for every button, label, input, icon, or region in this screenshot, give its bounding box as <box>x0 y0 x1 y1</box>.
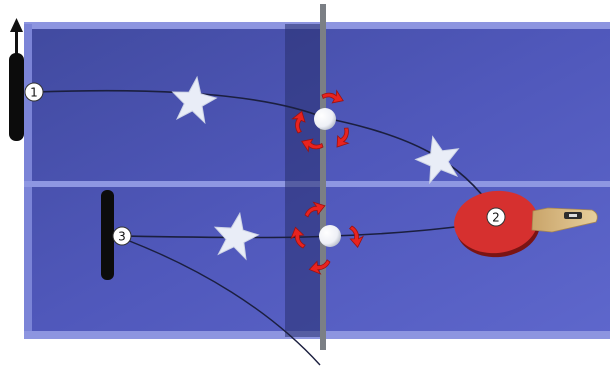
table-border-left <box>24 24 32 337</box>
ball-icon <box>319 225 341 247</box>
marker-3: 3 <box>113 227 131 245</box>
marker-1: 1 <box>25 83 43 101</box>
ball-icon <box>314 108 336 130</box>
marker-2: 2 <box>487 208 505 226</box>
marker-2-label: 2 <box>492 211 500 225</box>
marker-1-label: 1 <box>30 86 38 100</box>
net-shadow <box>285 24 321 337</box>
bat-bar-1 <box>9 53 24 141</box>
marker-3-label: 3 <box>118 230 126 244</box>
net-post <box>320 4 326 350</box>
bat-bar-3 <box>101 190 114 280</box>
